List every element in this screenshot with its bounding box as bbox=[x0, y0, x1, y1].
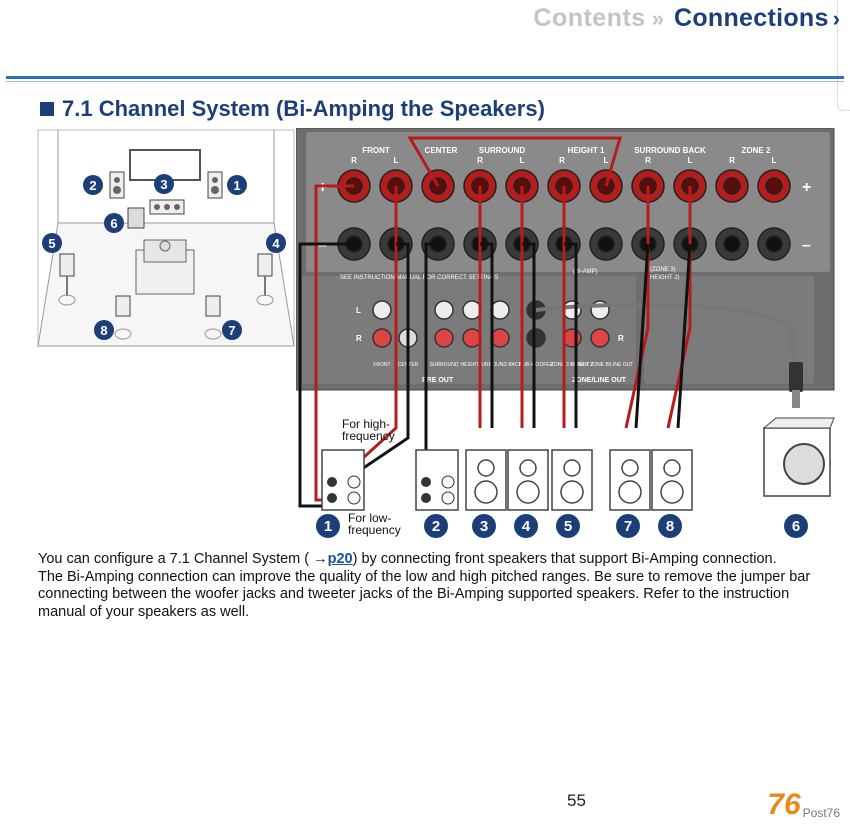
room-badge: 4 bbox=[272, 236, 280, 251]
speaker-badge: 4 bbox=[522, 518, 531, 535]
preout-row-label: R bbox=[356, 334, 362, 343]
low-frequency-label: For low-frequency bbox=[348, 512, 401, 537]
description-line1-post: ) by connecting front speakers that supp… bbox=[352, 551, 777, 567]
preout-row-label: L bbox=[356, 306, 361, 315]
preout-label: FRONT bbox=[373, 362, 390, 368]
watermark-number: 76 bbox=[767, 788, 801, 821]
panel-rl: L bbox=[520, 156, 525, 165]
description-line1-pre: You can configure a 7.1 Channel System (… bbox=[38, 551, 328, 567]
panel-header: FRONT bbox=[362, 146, 390, 155]
speaker-badge: 8 bbox=[666, 518, 674, 535]
room-badge: 6 bbox=[110, 216, 117, 231]
preout-label: SURROUND BACK bbox=[478, 362, 523, 368]
watermark-site: Post76 bbox=[802, 806, 840, 820]
preout-label: ZONE 3 HEIGHT 2 bbox=[551, 362, 594, 368]
panel-header: ZONE 2 bbox=[742, 146, 771, 155]
panel-header: HEIGHT 1 bbox=[568, 146, 605, 155]
description-rest: The Bi-Amping connection can improve the… bbox=[38, 568, 811, 620]
chevron-right-icon: » bbox=[651, 5, 664, 31]
top-nav: Contents » Connections › bbox=[533, 4, 840, 33]
panel-note: (ZONE 3) bbox=[650, 267, 676, 273]
room-badge: 5 bbox=[48, 236, 55, 251]
preout-label: SURROUND bbox=[430, 362, 459, 368]
receiver-wiring-diagram: FRONT CENTER SURROUND HEIGHT 1 SURROUND … bbox=[296, 128, 835, 538]
panel-rl: R bbox=[351, 156, 357, 165]
room-layout-diagram: 2 3 1 6 5 4 8 7 bbox=[37, 129, 295, 347]
panel-header: CENTER bbox=[425, 146, 458, 155]
page-number: 55 bbox=[567, 791, 586, 810]
scrollbar-edge[interactable] bbox=[837, 0, 850, 111]
speaker-badge: 7 bbox=[624, 518, 632, 535]
panel-note: (BI-AMP) bbox=[573, 269, 598, 275]
panel-rl: L bbox=[688, 156, 693, 165]
preout-row-label: R bbox=[618, 334, 624, 343]
panel-note: SEE INSTRUCTION MANUAL FOR CORRECT SETTI… bbox=[340, 275, 498, 281]
panel-rl: R bbox=[645, 156, 651, 165]
preout-label: ZONE 2 ZONE B/LINE OUT bbox=[571, 362, 634, 368]
header-rule-thin bbox=[6, 81, 844, 82]
panel-rl: L bbox=[772, 156, 777, 165]
preout-label: SUB-WOOFER bbox=[519, 362, 554, 368]
square-bullet-icon bbox=[40, 102, 54, 116]
section-title: 7.1 Channel System (Bi-Amping the Speake… bbox=[40, 96, 545, 122]
speaker-badge: 1 bbox=[324, 518, 332, 535]
panel-note: (HEIGHT 2) bbox=[648, 275, 680, 281]
description-text: You can configure a 7.1 Channel System (… bbox=[38, 551, 828, 621]
preout-title: PRE OUT bbox=[422, 377, 454, 384]
room-badge: 2 bbox=[89, 178, 96, 193]
connections-link[interactable]: Connections bbox=[673, 4, 829, 32]
room-badge: 8 bbox=[100, 323, 107, 338]
header-rule bbox=[6, 76, 844, 79]
panel-rl: R bbox=[559, 156, 565, 165]
room-badge: 3 bbox=[160, 177, 167, 192]
contents-link[interactable]: Contents bbox=[533, 4, 646, 32]
room-badge: 7 bbox=[228, 323, 235, 338]
lineout-title: ZONE/LINE OUT bbox=[572, 377, 627, 384]
panel-header: SURROUND bbox=[479, 146, 525, 155]
panel-rl: L bbox=[604, 156, 609, 165]
panel-header: SURROUND BACK bbox=[634, 146, 706, 155]
room-badge: 1 bbox=[233, 178, 240, 193]
speaker-badge: 2 bbox=[432, 518, 440, 535]
panel-rl: R bbox=[729, 156, 735, 165]
watermark-logo: 76 Post76 bbox=[767, 790, 840, 820]
speaker-badge: 6 bbox=[792, 518, 800, 535]
minus-sign: – bbox=[802, 237, 811, 254]
high-frequency-label: For high-frequency bbox=[342, 418, 395, 443]
section-title-text: 7.1 Channel System (Bi-Amping the Speake… bbox=[62, 96, 545, 121]
speaker-badge: 3 bbox=[480, 518, 488, 535]
panel-rl: R bbox=[477, 156, 483, 165]
panel-rl: L bbox=[394, 156, 399, 165]
plus-sign: + bbox=[802, 179, 811, 196]
speaker-badge: 5 bbox=[564, 518, 572, 535]
chevron-right-icon: › bbox=[832, 5, 840, 31]
preout-label: HEIGHT bbox=[461, 362, 480, 368]
page-link-p20[interactable]: p20 bbox=[327, 551, 353, 567]
